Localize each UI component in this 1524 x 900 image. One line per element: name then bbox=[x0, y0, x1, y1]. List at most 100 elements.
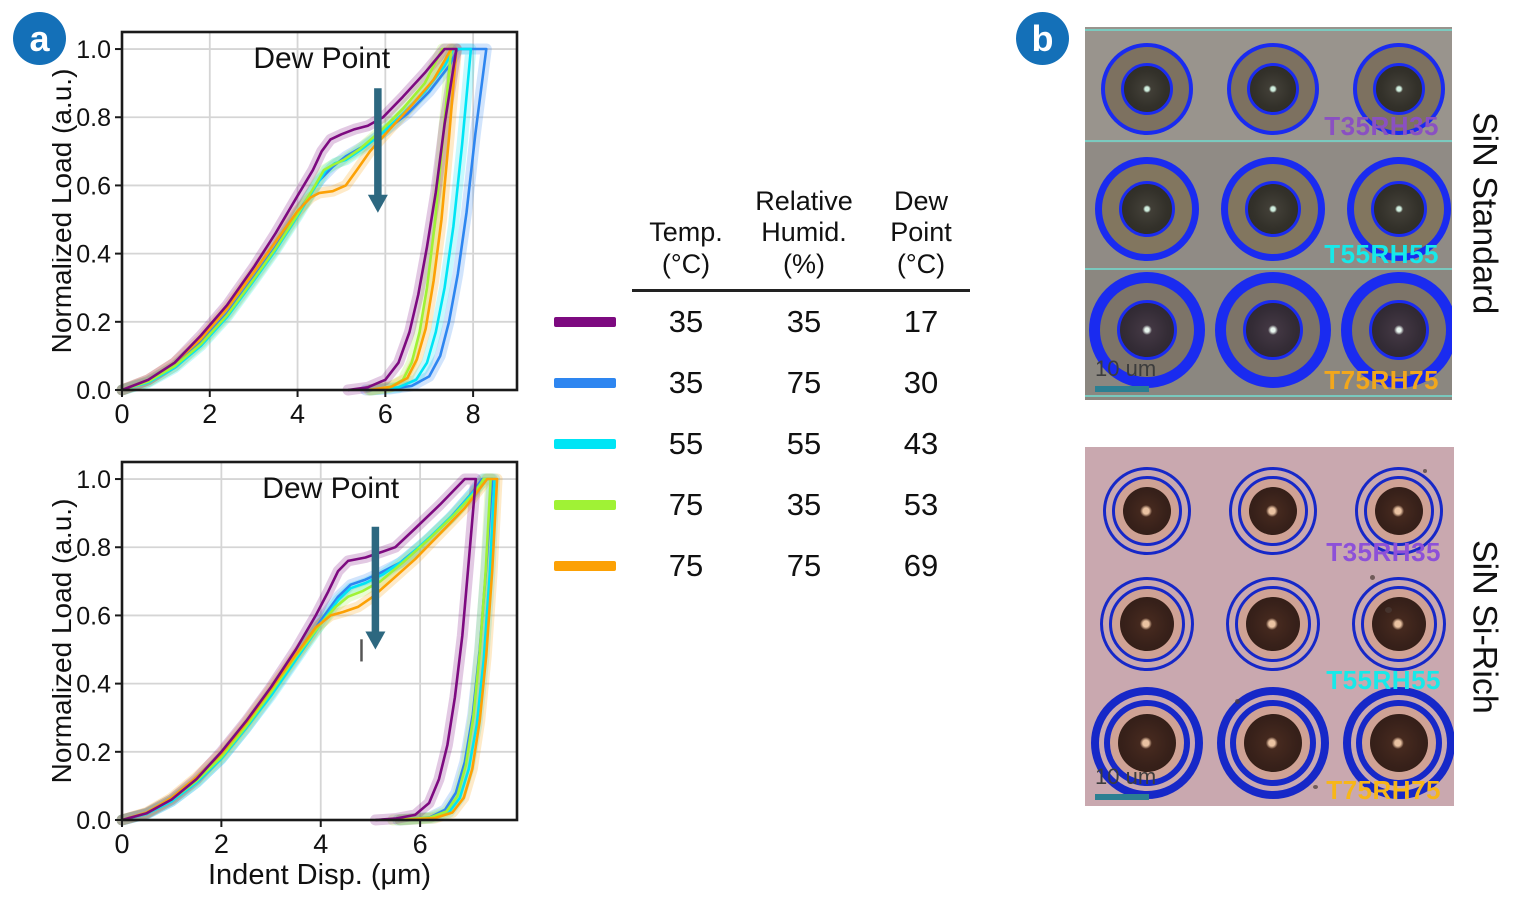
legend-row: 75 75 69 bbox=[548, 536, 974, 597]
dew-point-value: 53 bbox=[903, 487, 939, 523]
sample-label-sin-si-rich: SiN Si-Rich bbox=[1465, 539, 1504, 714]
scale-bar-label: 10 um bbox=[1095, 356, 1157, 381]
temp-value: 75 bbox=[668, 548, 704, 584]
svg-text:Dew Point: Dew Point bbox=[253, 42, 390, 75]
svg-text:6: 6 bbox=[378, 399, 393, 429]
humidity-value: 75 bbox=[786, 548, 822, 584]
row-divider-line bbox=[1085, 268, 1452, 270]
row-divider-line bbox=[1085, 140, 1452, 142]
indent-mark bbox=[1221, 157, 1325, 261]
temp-value: 35 bbox=[668, 365, 704, 401]
header-rule bbox=[632, 288, 970, 292]
svg-text:0.8: 0.8 bbox=[76, 534, 111, 562]
debris-speck bbox=[1313, 785, 1318, 789]
legend-table-header: Temp. (°C) Relative Humid. (%) Dew Point… bbox=[548, 186, 974, 292]
row-divider-line bbox=[1085, 29, 1452, 31]
condition-label-t75rh75: T75RH75 bbox=[1326, 775, 1441, 805]
dew-point-value: 17 bbox=[903, 304, 939, 340]
indent-mark bbox=[1355, 467, 1443, 555]
svg-text:1.0: 1.0 bbox=[76, 466, 111, 494]
condition-label-t75rh75: T75RH75 bbox=[1324, 365, 1439, 395]
series-color-swatch bbox=[554, 561, 616, 572]
sample-label-sin-standard: SiN Standard bbox=[1465, 112, 1504, 315]
svg-text:0.0: 0.0 bbox=[76, 807, 111, 835]
svg-text:Indent Disp. (μm): Indent Disp. (μm) bbox=[208, 859, 431, 891]
indent-mark bbox=[1100, 577, 1194, 671]
svg-text:4: 4 bbox=[290, 399, 305, 429]
col-header-humidity: Relative Humid. (%) bbox=[755, 186, 853, 279]
indent-mark bbox=[1091, 687, 1203, 799]
svg-text:0.0: 0.0 bbox=[76, 377, 111, 405]
indent-mark bbox=[1215, 272, 1331, 388]
dew-point-value: 30 bbox=[903, 365, 939, 401]
indent-mark bbox=[1353, 43, 1445, 135]
condition-label-t55rh55: T55RH55 bbox=[1324, 239, 1439, 269]
condition-label-t35rh35: T35RH35 bbox=[1324, 111, 1439, 141]
svg-text:Dew Point: Dew Point bbox=[262, 472, 399, 505]
legend-row: 75 35 53 bbox=[548, 475, 974, 536]
humidity-value: 75 bbox=[786, 365, 822, 401]
condition-legend-table: Temp. (°C) Relative Humid. (%) Dew Point… bbox=[548, 186, 974, 597]
svg-text:2: 2 bbox=[202, 399, 217, 429]
svg-text:0.6: 0.6 bbox=[76, 602, 111, 630]
indent-mark bbox=[1095, 157, 1199, 261]
svg-text:0: 0 bbox=[114, 399, 129, 429]
indent-mark bbox=[1343, 687, 1454, 799]
legend-row: 35 35 17 bbox=[548, 292, 974, 353]
svg-text:Normalized Load (a.u.): Normalized Load (a.u.) bbox=[52, 69, 77, 354]
humidity-value: 55 bbox=[786, 426, 822, 462]
indent-mark bbox=[1103, 467, 1191, 555]
series-color-swatch bbox=[554, 317, 616, 328]
svg-text:0.4: 0.4 bbox=[76, 241, 111, 269]
indent-mark bbox=[1089, 272, 1205, 388]
dew-point-value: 69 bbox=[903, 548, 939, 584]
indent-mark bbox=[1226, 577, 1320, 671]
scale-bar-label: 10 um bbox=[1095, 764, 1157, 789]
debris-speck bbox=[1385, 607, 1392, 613]
scale-bar bbox=[1095, 794, 1149, 800]
indent-mark bbox=[1229, 467, 1317, 555]
panel-a-badge: a bbox=[13, 12, 66, 65]
scale-bar bbox=[1095, 386, 1149, 392]
svg-text:0.2: 0.2 bbox=[76, 309, 111, 337]
indent-mark bbox=[1101, 43, 1193, 135]
indent-mark bbox=[1341, 272, 1452, 388]
svg-text:0.4: 0.4 bbox=[76, 671, 111, 699]
svg-text:1.0: 1.0 bbox=[76, 36, 111, 64]
humidity-value: 35 bbox=[786, 304, 822, 340]
temp-value: 35 bbox=[668, 304, 704, 340]
col-header-dew-point: Dew Point (°C) bbox=[890, 186, 952, 279]
svg-text:8: 8 bbox=[466, 399, 481, 429]
svg-text:Normalized Load (a.u.): Normalized Load (a.u.) bbox=[52, 499, 77, 784]
indent-mark bbox=[1347, 157, 1451, 261]
temp-value: 75 bbox=[668, 487, 704, 523]
svg-text:0.2: 0.2 bbox=[76, 739, 111, 767]
series-color-swatch bbox=[554, 500, 616, 511]
micrograph-sin-si-rich: T35RH35 T55RH55 T75RH75 10 um bbox=[1085, 447, 1454, 806]
condition-label-t55rh55: T55RH55 bbox=[1326, 665, 1441, 695]
humidity-value: 35 bbox=[786, 487, 822, 523]
indent-mark bbox=[1217, 687, 1329, 799]
debris-speck bbox=[1423, 469, 1427, 473]
panel-b-badge: b bbox=[1016, 12, 1069, 65]
svg-text:0.8: 0.8 bbox=[76, 104, 111, 132]
series-color-swatch bbox=[554, 439, 616, 450]
svg-text:4: 4 bbox=[313, 829, 328, 859]
svg-text:6: 6 bbox=[413, 829, 428, 859]
svg-text:2: 2 bbox=[214, 829, 229, 859]
indent-mark bbox=[1227, 43, 1319, 135]
temp-value: 55 bbox=[668, 426, 704, 462]
svg-text:0: 0 bbox=[114, 829, 129, 859]
dew-point-value: 43 bbox=[903, 426, 939, 462]
debris-speck bbox=[1235, 699, 1240, 704]
col-header-temp: Temp. (°C) bbox=[649, 217, 723, 279]
condition-label-t35rh35: T35RH35 bbox=[1326, 537, 1441, 567]
indent-mark bbox=[1352, 577, 1446, 671]
row-divider-line bbox=[1085, 395, 1452, 397]
debris-speck bbox=[1370, 575, 1375, 580]
series-color-swatch bbox=[554, 378, 616, 389]
micrograph-sin-standard: T35RH35 T55RH55 T75RH75 10 um bbox=[1085, 27, 1452, 400]
